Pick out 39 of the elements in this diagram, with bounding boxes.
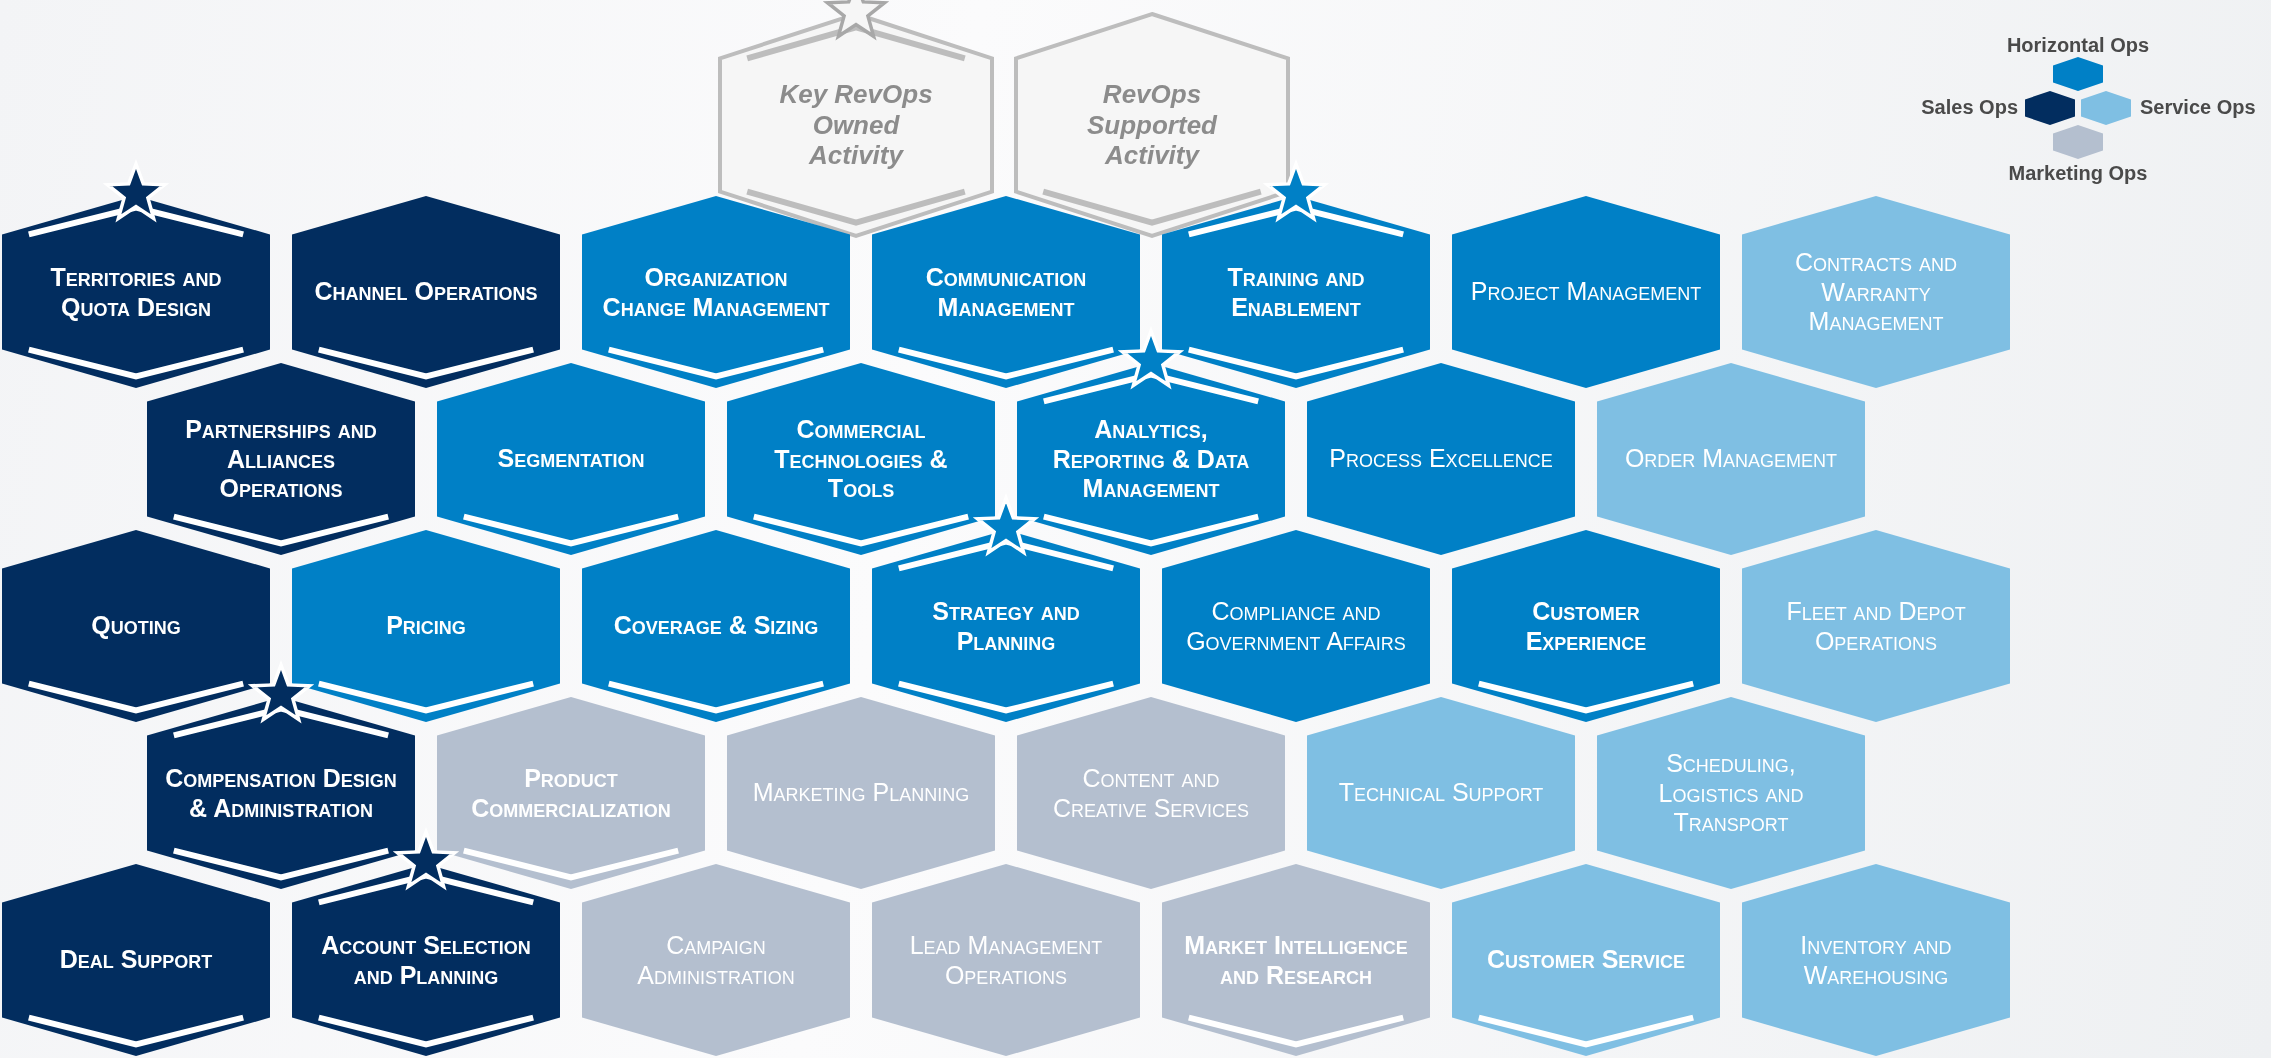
- legend-tile-label: Key RevOps Owned Activity: [778, 79, 934, 171]
- activity-label: Quoting: [90, 611, 182, 641]
- activity-label: Lead Management Operations: [908, 930, 1104, 990]
- activity-label: Content and Creative Services: [1051, 763, 1251, 823]
- legend-label: Horizontal Ops: [2006, 34, 2150, 57]
- activity-label: Customer Experience: [1524, 596, 1648, 656]
- activity-label: Communication Management: [924, 262, 1088, 322]
- activity-label: Campaign Administration: [636, 930, 796, 990]
- legend-label: Marketing Ops: [2008, 162, 2148, 185]
- activity-label: Customer Service: [1485, 945, 1686, 975]
- activity-label: Scheduling, Logistics and Transport: [1657, 748, 1805, 838]
- activity-label: Project Management: [1470, 277, 1702, 307]
- activity-label: Coverage & Sizing: [612, 611, 820, 641]
- activity-label: Commercial Technologies & Tools: [773, 414, 949, 504]
- activity-label: Pricing: [385, 611, 467, 641]
- activity-label: Contracts and Warranty Management: [1794, 247, 1958, 337]
- activity-label: Technical Support: [1337, 778, 1545, 808]
- activity-label: Partnerships and Alliances Operations: [184, 414, 378, 504]
- activity-label: Training and Enablement: [1226, 262, 1366, 322]
- legend-tile-label: RevOps Supported Activity: [1086, 79, 1219, 171]
- activity-label: Market Intelligence and Research: [1183, 930, 1409, 990]
- activity-label: Segmentation: [496, 444, 646, 474]
- activity-label: Territories and Quota Design: [49, 262, 223, 322]
- activity-label: Deal Support: [58, 945, 214, 975]
- activity-label: Inventory and Warehousing: [1799, 930, 1953, 990]
- activity-label: Compliance and Government Affairs: [1185, 596, 1407, 656]
- legend-label: Service Ops: [2140, 96, 2256, 119]
- activity-label: Account Selection and Planning: [320, 930, 532, 990]
- activity-label: Analytics, Reporting & Data Management: [1051, 414, 1251, 504]
- activity-label: Order Management: [1623, 444, 1839, 474]
- activity-label: Organization Change Management: [601, 262, 831, 322]
- activity-label: Fleet and Depot Operations: [1785, 596, 1967, 656]
- activity-label: Process Excellence: [1328, 444, 1554, 474]
- activity-label: Channel Operations: [313, 277, 539, 307]
- activity-label: Marketing Planning: [751, 778, 971, 808]
- legend-label: Sales Ops: [1921, 96, 2018, 119]
- activity-label: Strategy and Planning: [931, 596, 1081, 656]
- activity-label: Product Commercialization: [470, 763, 672, 823]
- activity-label: Compensation Design & Administration: [165, 763, 397, 823]
